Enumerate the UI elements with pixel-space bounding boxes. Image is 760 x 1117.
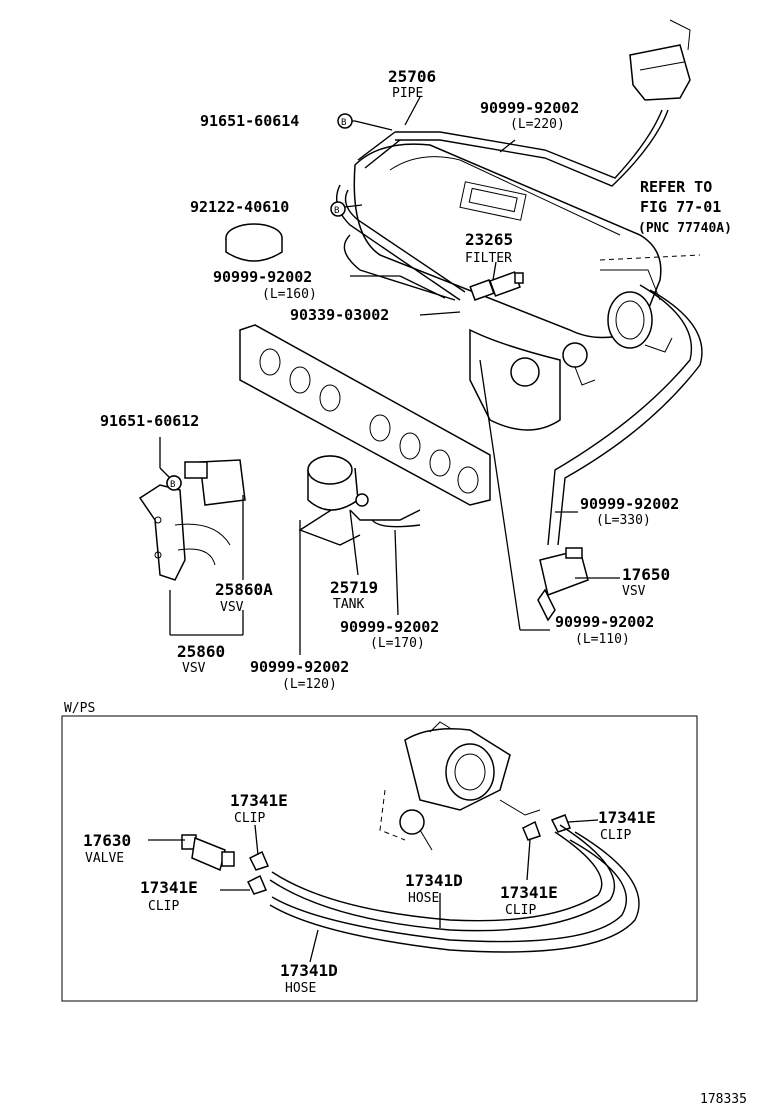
figure-id: 178335 xyxy=(700,1092,747,1107)
vsv-17650-name: VSV xyxy=(622,584,646,599)
clip-a-name: CLIP xyxy=(234,811,265,826)
label-clip-b: 17341E CLIP xyxy=(140,878,198,914)
clip-b-number: 17341E xyxy=(140,878,198,897)
bolt-40610-number: 92122-40610 xyxy=(190,198,289,216)
label-hose-330: 90999-92002 (L=330) xyxy=(580,495,679,528)
hose-d2-number: 17341D xyxy=(280,961,338,980)
clip-d-number: 17341E xyxy=(598,808,656,827)
inset-title: W/PS xyxy=(64,701,95,716)
inset-illustration xyxy=(181,721,571,895)
vsv-25860a-illustration xyxy=(138,459,246,581)
label-90339-03002: 90339-03002 xyxy=(290,306,389,324)
inset-frame xyxy=(61,715,698,1002)
label-refer: REFER TO FIG 77-01 (PNC 77740A) xyxy=(638,178,732,236)
hose-330-length: (L=330) xyxy=(596,513,651,528)
hose-120-number: 90999-92002 xyxy=(250,658,349,676)
label-valve: 17630 VALVE xyxy=(83,831,131,866)
clip-a-number: 17341E xyxy=(230,791,288,810)
hose-160-number: 90999-92002 xyxy=(213,268,312,286)
bolt-mark-icon xyxy=(337,113,353,129)
vsv-25860-name: VSV xyxy=(182,661,206,676)
hose-110-length: (L=110) xyxy=(575,632,630,647)
clip-b-name: CLIP xyxy=(148,899,179,914)
bolt-60612-number: 91651-60612 xyxy=(100,412,199,430)
filter-number: 23265 xyxy=(465,230,513,249)
clip-c-name: CLIP xyxy=(505,903,536,918)
label-vsv-25860a: 25860A VSV xyxy=(215,580,273,615)
clip-d-name: CLIP xyxy=(600,828,631,843)
vsv-17650-number: 17650 xyxy=(622,565,670,584)
hose-d1-number: 17341D xyxy=(405,871,463,890)
label-25706: 25706 PIPE xyxy=(388,67,436,101)
bolt-mark-icon xyxy=(330,201,346,217)
label-hose-110: 90999-92002 (L=110) xyxy=(555,613,654,647)
bolt-60612-mark: B xyxy=(170,480,175,490)
hose-110-number: 90999-92002 xyxy=(555,613,654,631)
hose-170-length: (L=170) xyxy=(370,636,425,651)
label-clip-c: 17341E CLIP xyxy=(500,883,558,918)
label-filter-23265: 23265 FILTER xyxy=(465,230,513,266)
inset-hoses xyxy=(269,824,640,953)
tank-25719-illustration xyxy=(307,455,369,511)
valve-name: VALVE xyxy=(85,851,124,866)
vsv-17650-illustration xyxy=(537,547,589,622)
bolt-60614-number: 91651-60614 xyxy=(200,112,299,130)
label-91651-60612: 91651-60612 B xyxy=(100,412,199,491)
label-hose-top: 90999-92002 (L=220) xyxy=(480,99,579,132)
vsv-25860a-name: VSV xyxy=(220,600,244,615)
tank-number: 25719 xyxy=(330,578,378,597)
label-91651-60614: 91651-60614 B xyxy=(200,112,353,130)
label-hose-170: 90999-92002 (L=170) xyxy=(340,618,439,651)
tank-name: TANK xyxy=(333,597,364,612)
hose-330-number: 90999-92002 xyxy=(580,495,679,513)
label-tank-25719: 25719 TANK xyxy=(330,578,378,612)
hose-d2-name: HOSE xyxy=(285,981,316,996)
hose-160-length: (L=160) xyxy=(262,287,317,302)
filter-name: FILTER xyxy=(465,251,512,266)
leader-lines-inset xyxy=(148,819,599,963)
refer-line3: (PNC 77740A) xyxy=(638,221,732,236)
vsv-25860a-number: 25860A xyxy=(215,580,273,599)
label-vsv-25860: 25860 VSV xyxy=(177,642,225,676)
clip-c-number: 17341E xyxy=(500,883,558,902)
label-clip-d: 17341E CLIP xyxy=(598,808,656,843)
label-vsv-17650: 17650 VSV xyxy=(622,565,670,599)
hose-top-number: 90999-92002 xyxy=(480,99,579,117)
hose-top-length: (L=220) xyxy=(510,117,565,132)
refer-line1: REFER TO xyxy=(640,178,712,196)
label-hose-120: 90999-92002 (L=120) xyxy=(250,658,349,692)
label-hose-d1: 17341D HOSE xyxy=(405,871,463,906)
clamp-number: 90339-03002 xyxy=(290,306,389,324)
label-92122-40610: 92122-40610 B xyxy=(190,198,346,217)
leader-lines-main xyxy=(159,96,620,655)
filter-23265-illustration xyxy=(469,271,524,301)
valve-number: 17630 xyxy=(83,831,131,850)
bolt-60614-mark: B xyxy=(341,118,346,128)
hose-120-length: (L=120) xyxy=(282,677,337,692)
hose-d1-name: HOSE xyxy=(408,891,439,906)
bolt-40610-mark: B xyxy=(334,206,339,216)
pipe-name: PIPE xyxy=(392,86,423,101)
bolt-mark-icon xyxy=(166,475,182,491)
pipe-number: 25706 xyxy=(388,67,436,86)
label-hose-160: 90999-92002 (L=160) xyxy=(213,268,317,302)
hose-170-number: 90999-92002 xyxy=(340,618,439,636)
vsv-25860-number: 25860 xyxy=(177,642,225,661)
label-clip-a: 17341E CLIP xyxy=(230,791,288,826)
label-hose-d2: 17341D HOSE xyxy=(280,961,338,996)
refer-line2: FIG 77-01 xyxy=(640,198,721,216)
engine-illustration xyxy=(225,19,701,506)
